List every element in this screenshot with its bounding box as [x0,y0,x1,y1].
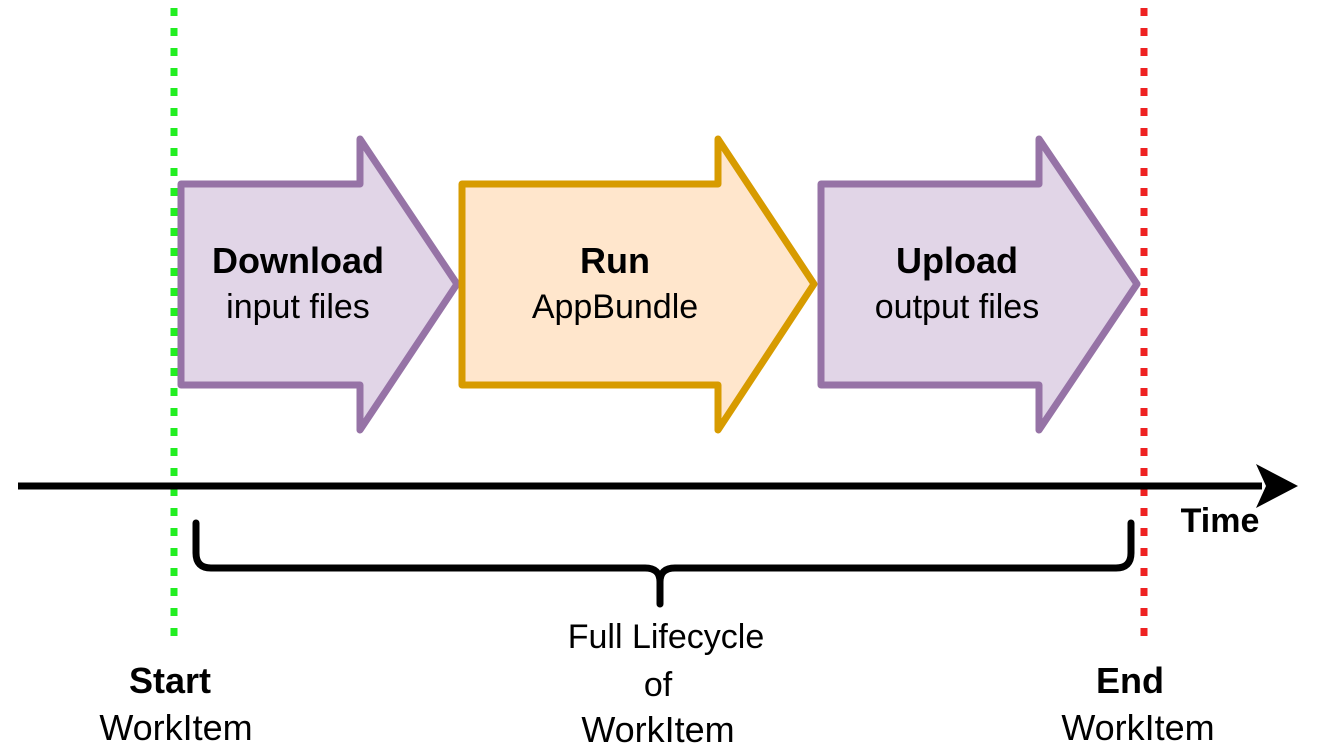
upload-step-subtitle: output files [874,288,1040,326]
end-label-subtitle: WorkItem [1061,707,1215,748]
start-label-title: Start [128,660,212,701]
time-axis-arrowhead [1256,464,1298,508]
download-step-arrow [177,135,461,434]
run-step-title: Run [580,240,650,281]
lifecycle-caption-line3: WorkItem [581,709,735,750]
start-label-subtitle: WorkItem [99,707,253,748]
time-axis-label: Time [1180,502,1260,540]
download-step-title: Download [212,240,384,281]
run-step-arrow [458,135,818,434]
lifecycle-caption-line1: Full Lifecycle [567,618,765,656]
run-step-subtitle: AppBundle [531,288,699,326]
upload-step-title: Upload [896,240,1018,281]
upload-step-arrow [817,135,1141,434]
end-label-title: End [1096,660,1164,701]
lifecycle-brace [192,519,1135,608]
lifecycle-caption-line2: of [643,666,673,704]
download-step-subtitle: input files [226,288,370,326]
